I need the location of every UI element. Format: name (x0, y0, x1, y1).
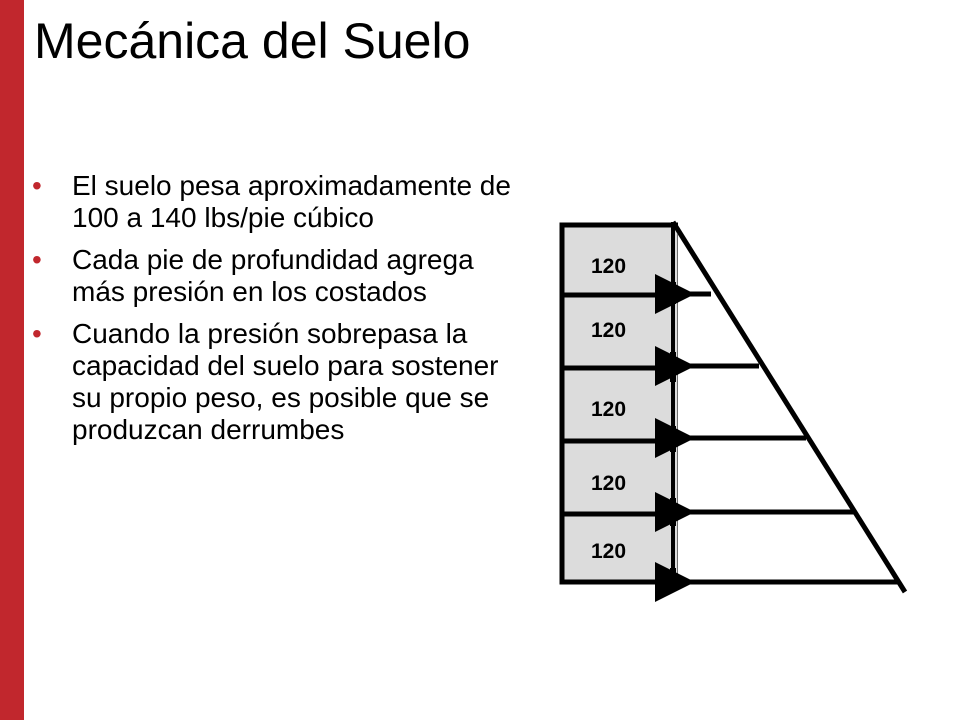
bullet-dot-icon: • (32, 244, 42, 275)
bullet-dot-icon: • (32, 170, 42, 201)
bullet-list: • El suelo pesa aproximadamente de 100 a… (32, 170, 522, 456)
pressure-arrows (655, 274, 898, 602)
bullet-text: Cuando la presión sobrepasa la capacidad… (72, 318, 499, 445)
layer-label: 120 (591, 540, 626, 563)
layer-label: 120 (591, 319, 626, 342)
bullet-text: Cada pie de profundidad agrega más presi… (72, 244, 474, 307)
pressure-envelope-line (670, 220, 908, 594)
bullet-item: • Cada pie de profundidad agrega más pre… (32, 244, 522, 308)
bullet-item: • Cuando la presión sobrepasa la capacid… (32, 318, 522, 446)
bullet-text: El suelo pesa aproximadamente de 100 a 1… (72, 170, 511, 233)
layer-label: 120 (591, 255, 626, 278)
layer-label: 120 (591, 398, 626, 421)
layer-label: 120 (591, 472, 626, 495)
page-title: Mecánica del Suelo (34, 13, 471, 69)
accent-side-bar (0, 0, 24, 720)
bullet-dot-icon: • (32, 318, 42, 349)
bullet-item: • El suelo pesa aproximadamente de 100 a… (32, 170, 522, 234)
